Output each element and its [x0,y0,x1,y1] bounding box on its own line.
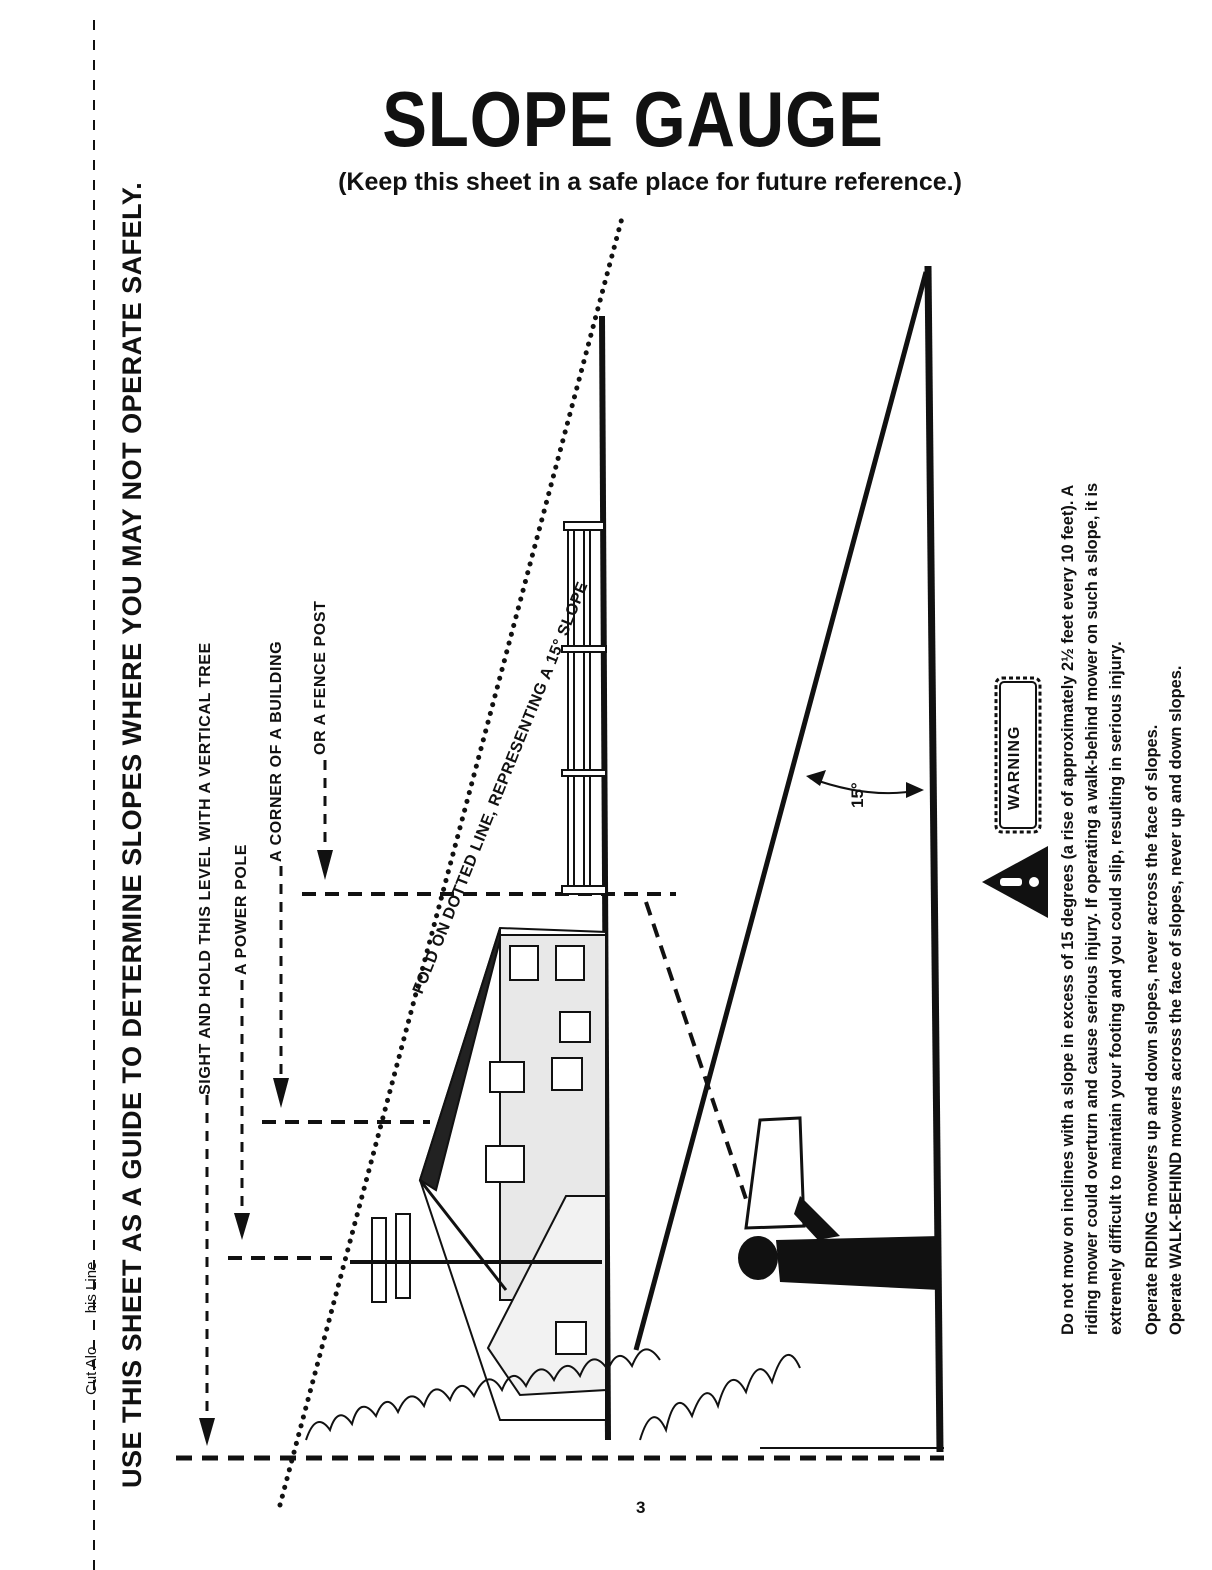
level-label-tree: SIGHT AND HOLD THIS LEVEL WITH A VERTICA… [197,642,214,1095]
cut-line-label: Cut Alo his Line [83,1261,100,1395]
arrow-tree-head [199,1418,215,1446]
warning-line-2: riding mower could overturn and cause se… [1083,482,1101,1335]
warning-line-1: Do not mow on inclines with a slope in e… [1059,484,1077,1335]
warning-label: WARNING [1006,725,1023,810]
warning-line-3: extremely difficult to maintain your foo… [1107,641,1125,1335]
warning-line-5: Operate WALK-BEHIND mowers across the fa… [1167,665,1185,1335]
fence [561,521,607,895]
page-subtitle: (Keep this sheet in a safe place for fut… [338,168,962,196]
house [418,926,607,1421]
sight-line [644,901,750,1206]
slope-hypotenuse [633,271,929,1351]
guide-heading: USE THIS SHEET AS A GUIDE TO DETERMINE S… [117,181,147,1488]
shrubbery [305,1348,801,1441]
arrow-building-head [273,1078,289,1108]
level-label-pole: A POWER POLE [233,843,250,975]
warning-box [994,676,1042,834]
page-number: 3 [636,1498,646,1517]
fold-dotted-line [277,215,625,1508]
power-pole [350,1213,602,1303]
person-silhouette [738,1116,940,1290]
level-label-fence: OR A FENCE POST [312,600,329,756]
level-label-building: A CORNER OF A BUILDING [268,640,285,862]
angle-arrow-right [906,782,924,798]
page-title: SLOPE GAUGE [382,75,884,163]
warning-triangle-icon [982,846,1048,918]
arrow-fence-head [317,850,333,880]
angle-arrow-left [806,770,826,786]
angle-label: 15° [848,782,867,808]
arrow-pole-head [234,1213,250,1240]
warning-line-4: Operate RIDING mowers up and down slopes… [1143,724,1161,1335]
